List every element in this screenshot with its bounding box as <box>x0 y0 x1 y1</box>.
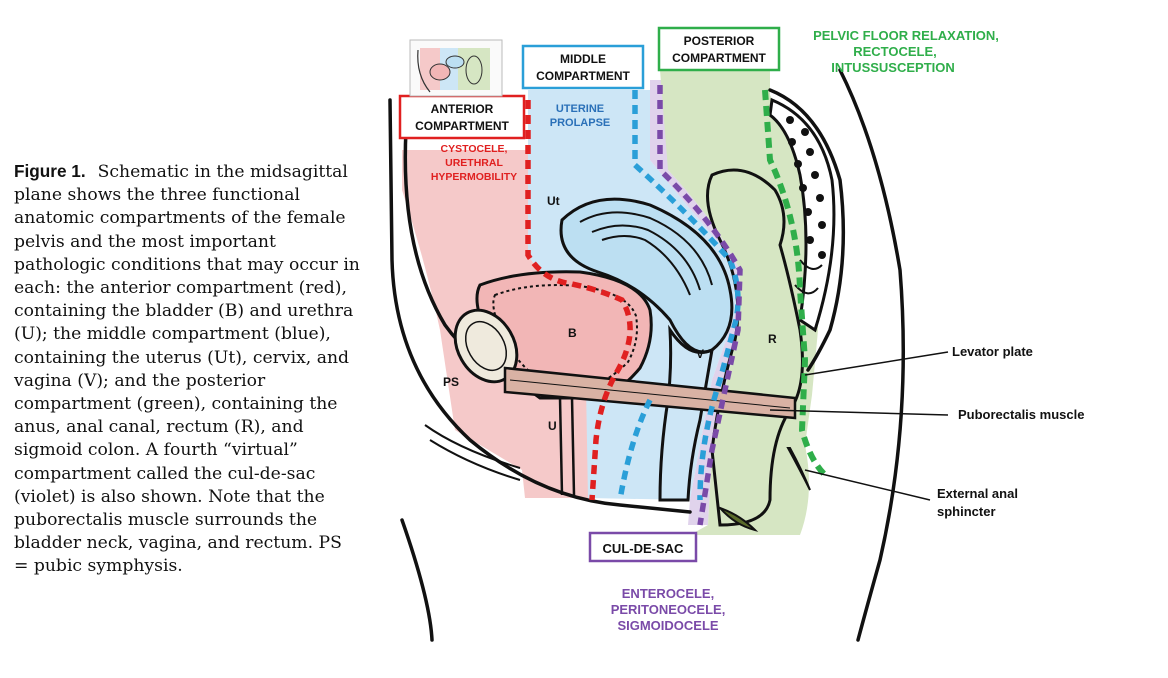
anal-sphincter-marker <box>786 447 811 491</box>
middle-compartment-label: MIDDLE COMPARTMENT <box>521 44 645 90</box>
puborectalis-fiber <box>509 379 791 409</box>
posterior-compartment-label: POSTERIOR COMPARTMENT <box>657 26 781 72</box>
bladder-label: B <box>568 326 577 340</box>
culdesac-title: CUL-DE-SAC <box>603 541 684 556</box>
peritoneocele-label: PERITONEOCELE, <box>611 602 726 617</box>
annotation-leaders <box>769 351 949 501</box>
posterior-title-2: COMPARTMENT <box>672 51 766 65</box>
enterocele-label: ENTEROCELE, <box>622 586 714 601</box>
thumbnail-inset <box>409 39 503 97</box>
puborectalis-label: Puborectalis muscle <box>958 407 1084 422</box>
anterior-title-2: COMPARTMENT <box>415 119 509 133</box>
sacrum <box>768 97 836 333</box>
sacrum-dots <box>786 116 826 259</box>
uterine-label: UTERINE <box>556 103 604 115</box>
cystocele-label: CYSTOCELE, <box>441 143 508 155</box>
culdesac-conditions: ENTEROCELE, PERITONEOCELE, SIGMOIDOCELE <box>611 586 726 633</box>
intussusception-label: INTUSSUSCEPTION <box>831 60 955 75</box>
skin-lines <box>424 424 521 481</box>
uterus <box>559 197 734 354</box>
external-anal-sphincter-label-2: sphincter <box>937 504 996 519</box>
anterior-compartment-label: ANTERIOR COMPARTMENT <box>398 94 526 140</box>
vagina-label: V <box>696 347 704 361</box>
urethra-label: U <box>548 419 557 433</box>
posterior-boundary <box>762 89 828 478</box>
prolapse-label: PROLAPSE <box>550 117 611 129</box>
middle-title-2: COMPARTMENT <box>536 69 630 83</box>
anterior-boundary <box>525 100 633 501</box>
urethral-label: URETHRAL <box>445 157 503 169</box>
posterior-conditions: PELVIC FLOOR RELAXATION, RECTOCELE, INTU… <box>813 28 999 75</box>
figure-number: Figure 1. <box>14 161 86 181</box>
sigmoidocele-label: SIGMOIDOCELE <box>617 618 718 633</box>
rectum-label: R <box>768 332 777 346</box>
caption-text: Schematic in the midsagittal plane shows… <box>14 162 360 577</box>
anterior-title-1: ANTERIOR <box>431 102 494 116</box>
rectocele-label: RECTOCELE, <box>853 44 937 59</box>
urethra <box>558 397 576 496</box>
external-anal-sphincter-label-1: External anal <box>937 486 1018 501</box>
middle-title-1: MIDDLE <box>560 52 606 66</box>
posterior-title-1: POSTERIOR <box>684 34 755 48</box>
figure-caption: Figure 1.Schematic in the midsagittal pl… <box>14 160 360 579</box>
culdesac-label: CUL-DE-SAC <box>588 531 698 563</box>
hypermobility-label: HYPERMOBILITY <box>431 171 517 183</box>
pelvic-floor-label: PELVIC FLOOR RELAXATION, <box>813 28 999 43</box>
middle-conditions: UTERINE PROLAPSE <box>550 103 611 129</box>
levator-plate-label: Levator plate <box>952 344 1033 359</box>
culdesac-boundary <box>657 85 743 526</box>
anal-sphincter-marker-lower <box>716 505 759 532</box>
pubic-symphysis-label: PS <box>443 375 459 389</box>
uterus-label: Ut <box>547 194 560 208</box>
anterior-conditions: CYSTOCELE, URETHRAL HYPERMOBILITY <box>431 143 517 183</box>
